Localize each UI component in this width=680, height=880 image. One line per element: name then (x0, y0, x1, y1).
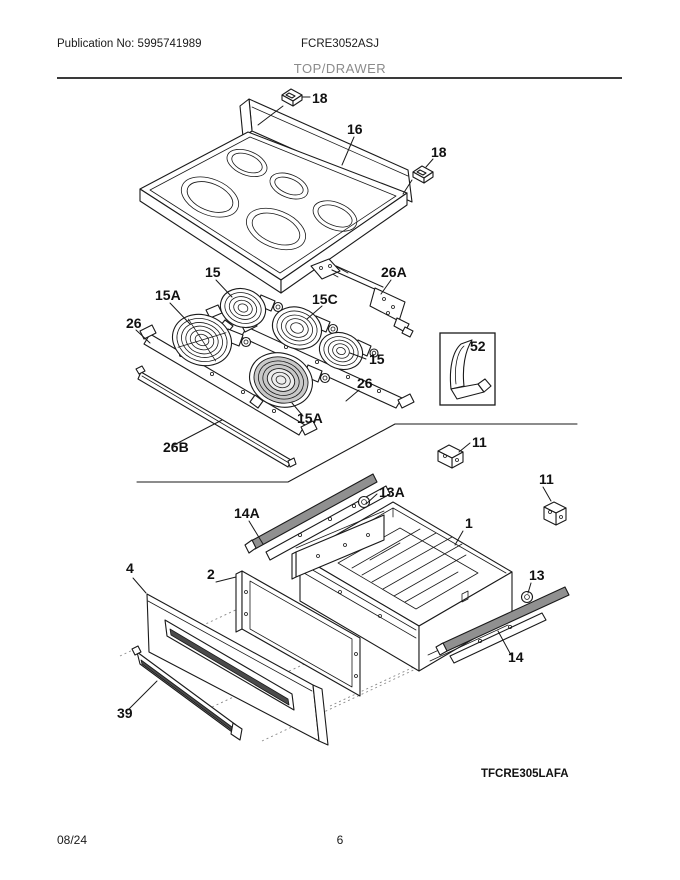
part-39-trim (131, 645, 243, 741)
footer-date: 08/24 (57, 833, 88, 847)
part-15-element-right (318, 331, 379, 371)
part-18-clip-top (281, 88, 303, 107)
callout-26-left: 26 (126, 315, 142, 331)
model-variant-label: TFCRE305LAFA (481, 768, 569, 780)
part-15a-element-left (171, 304, 252, 367)
part-15a-element-bottom (249, 352, 331, 409)
callout-13a: 13A (379, 484, 405, 500)
part-14-rail-right (435, 586, 570, 664)
callout-2: 2 (207, 566, 215, 582)
section-divider (136, 423, 578, 483)
part-11-bracket-a (437, 444, 464, 469)
model-number: FCRE3052ASJ (301, 38, 379, 50)
callout-11-a: 11 (472, 434, 487, 450)
part-16-cooktop-glass (139, 98, 413, 294)
callout-18-top: 18 (312, 90, 328, 106)
part-52-bracket-box (439, 332, 496, 406)
drawer-front-channel (291, 510, 385, 580)
callout-13: 13 (529, 567, 545, 583)
callout-26b: 26B (163, 439, 189, 455)
callout-26a: 26A (381, 264, 407, 280)
part-26b-trim-strip (135, 365, 297, 468)
part-11-bracket-b (543, 501, 567, 526)
callout-52: 52 (470, 338, 486, 354)
callout-15a-left: 15A (155, 287, 181, 303)
part-4-drawer-front-panel (146, 593, 329, 746)
part-14a-rail-left (244, 473, 391, 561)
callout-26-right: 26 (357, 375, 373, 391)
callout-14a: 14A (234, 505, 260, 521)
callout-16: 16 (347, 121, 363, 137)
callout-labels: 18 16 18 15 15A 15C 26 26A 15 26 15A 26B… (117, 90, 569, 780)
callout-15-top: 15 (205, 264, 221, 280)
part-18-clip-right (412, 165, 434, 184)
callout-15a-bottom: 15A (297, 410, 323, 426)
part-26a-wire-support (310, 258, 414, 338)
publication-number: Publication No: 5995741989 (57, 38, 202, 50)
callout-4: 4 (126, 560, 134, 576)
header-rule (57, 77, 622, 79)
leader-lines (127, 96, 552, 711)
callout-18-right: 18 (431, 144, 447, 160)
callout-39: 39 (117, 705, 133, 721)
callout-11-b: 11 (539, 471, 554, 487)
callout-14: 14 (508, 649, 524, 665)
footer-page-number: 6 (336, 833, 344, 847)
callout-15c: 15C (312, 291, 338, 307)
callout-1: 1 (465, 515, 473, 531)
part-2-inner-panel (235, 570, 361, 697)
callout-15-right: 15 (369, 351, 385, 367)
section-title: TOP/DRAWER (293, 61, 387, 76)
